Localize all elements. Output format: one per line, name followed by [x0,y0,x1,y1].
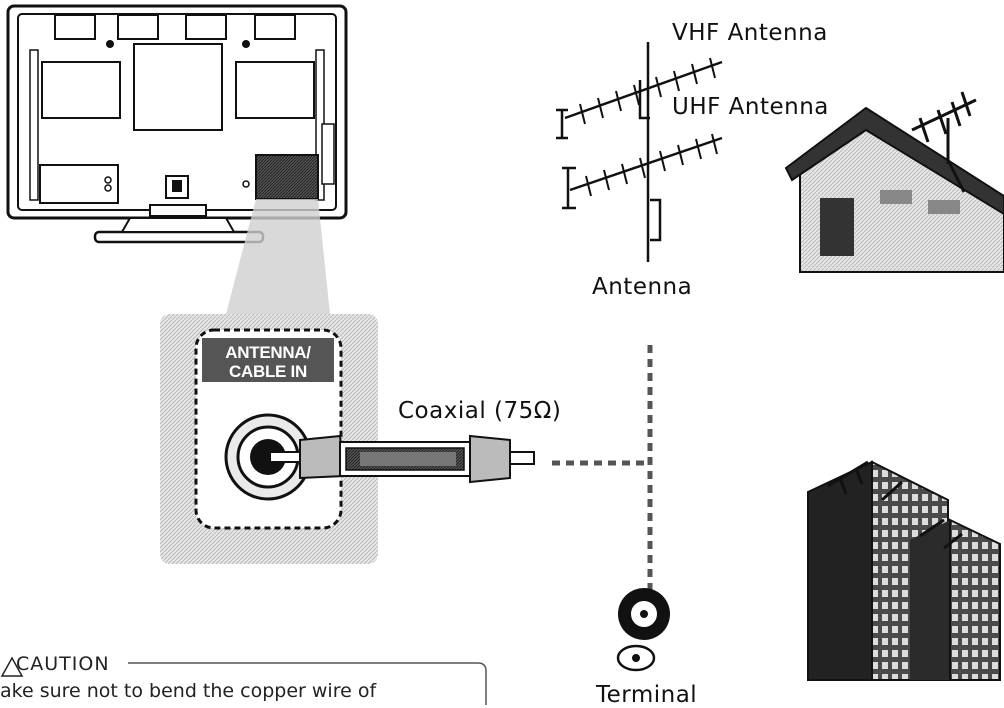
connection-lines [552,345,653,590]
coaxial-cable [269,434,535,484]
uhf-antenna-label: UHF Antenna [672,94,829,120]
callout-beam [226,199,330,314]
tv-back [6,4,348,244]
coaxial-label: Coaxial (75Ω) [398,398,562,424]
house-illustration [784,91,1004,273]
port-label: ANTENNA/ CABLE IN [206,343,330,381]
terminal-outlet [616,588,670,672]
antenna-label: Antenna [592,274,693,300]
caution-title: CAUTION [16,653,110,675]
caution-box [0,656,487,705]
apartment-building [807,460,1001,681]
port-label-line1: ANTENNA/ [225,343,311,362]
port-panel [160,314,378,564]
caution-text: ake sure not to bend the copper wire of [0,680,377,702]
port-label-line2: CABLE IN [229,362,307,381]
vhf-antenna-label: VHF Antenna [672,20,828,46]
antenna-mast [556,42,723,262]
terminal-label: Terminal [596,682,698,708]
